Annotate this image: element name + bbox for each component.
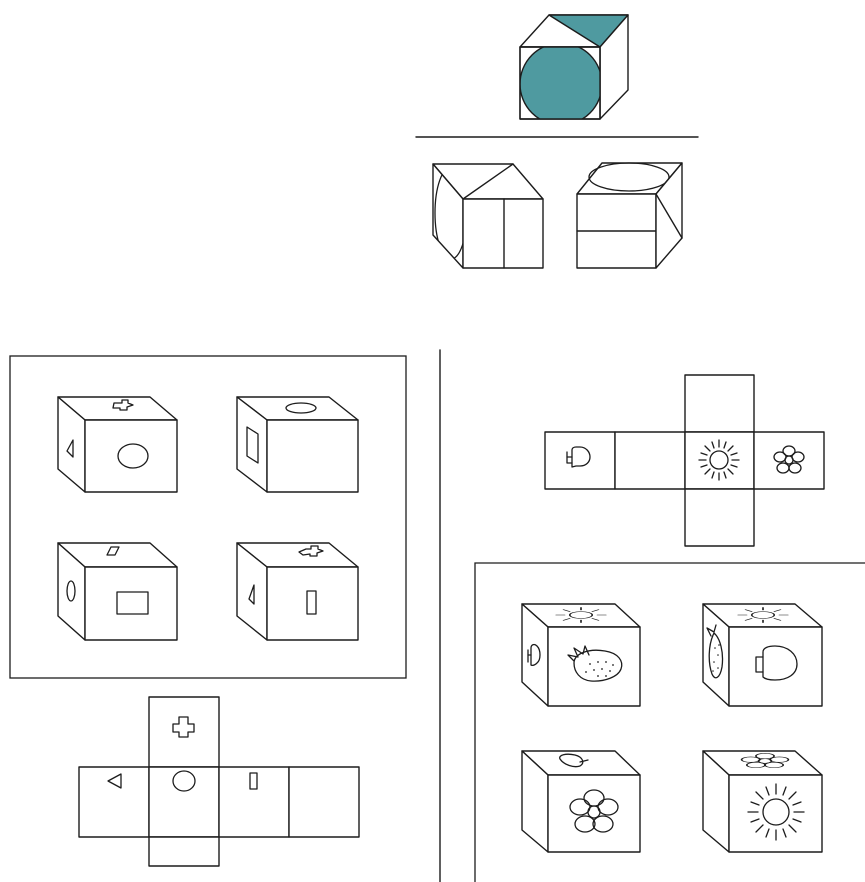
flower-icon bbox=[740, 753, 790, 769]
candidate-cube-2 bbox=[576, 162, 683, 269]
strawberry-icon bbox=[567, 645, 623, 682]
mushroom-icon bbox=[566, 446, 591, 468]
left-cubes-frame bbox=[9, 355, 407, 679]
strawberry-icon bbox=[706, 624, 724, 679]
candidate-cube-1-front-face bbox=[462, 198, 544, 269]
rectangle-icon bbox=[246, 426, 259, 464]
triangle-icon bbox=[248, 584, 255, 605]
circle-icon bbox=[117, 443, 149, 469]
mushroom-icon bbox=[527, 643, 541, 667]
mushroom-icon bbox=[755, 645, 798, 681]
shapes-cube-1 bbox=[57, 396, 178, 493]
nature-cube-1 bbox=[521, 603, 641, 707]
diagonal-line bbox=[655, 193, 683, 239]
shapes-cube-3 bbox=[57, 542, 178, 641]
sun-icon bbox=[737, 607, 789, 623]
nature-cube-2 bbox=[702, 603, 823, 707]
reference-cube bbox=[519, 14, 629, 120]
teal-circle-icon bbox=[520, 47, 600, 119]
sun-icon bbox=[747, 783, 805, 841]
triangle-icon bbox=[107, 773, 122, 789]
shapes-cube-2 bbox=[236, 396, 359, 493]
shapes-cube-net bbox=[78, 696, 360, 867]
flower-icon bbox=[569, 789, 619, 833]
oval-icon bbox=[66, 580, 76, 602]
candidate-cube-1 bbox=[432, 163, 544, 269]
sun-icon bbox=[555, 607, 607, 623]
cross-icon bbox=[298, 545, 324, 557]
cross-icon bbox=[112, 399, 134, 411]
right-cubes-frame bbox=[474, 562, 865, 882]
sun-icon bbox=[698, 439, 740, 481]
triangle-icon bbox=[66, 439, 74, 458]
nature-cube-net bbox=[544, 374, 825, 547]
oval-icon bbox=[285, 402, 317, 414]
parallelogram-icon bbox=[106, 546, 120, 556]
nature-cube-3 bbox=[521, 750, 641, 853]
ridge-line bbox=[462, 163, 514, 200]
shapes-cube-4 bbox=[236, 542, 359, 641]
oval-icon bbox=[588, 162, 670, 192]
nature-cube-4 bbox=[702, 750, 823, 853]
mushroom-icon bbox=[559, 753, 589, 768]
bar-icon bbox=[249, 772, 258, 790]
square-icon bbox=[116, 591, 149, 615]
bar-icon bbox=[306, 590, 317, 615]
cross-icon bbox=[172, 716, 195, 738]
flower-icon bbox=[773, 445, 805, 474]
circle-icon bbox=[172, 770, 196, 792]
